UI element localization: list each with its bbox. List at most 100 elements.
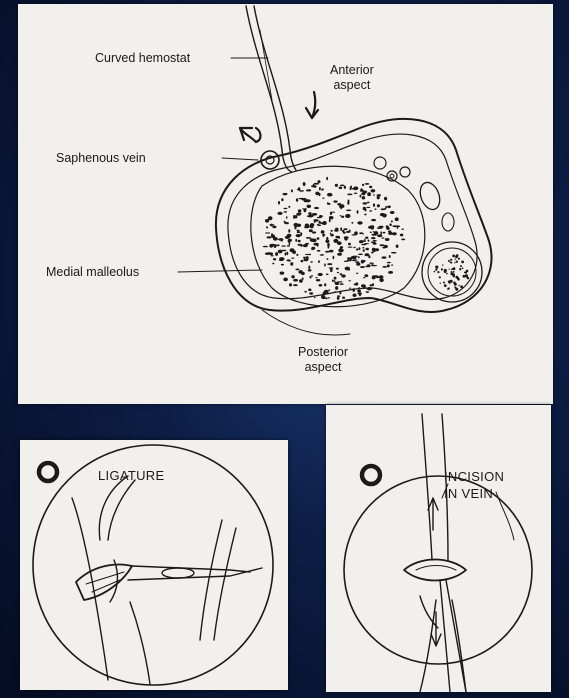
small-bone-stipple-dot: [444, 284, 447, 287]
bone-stipple-dot: [296, 198, 298, 201]
bone-stipple-dot: [309, 229, 313, 232]
bone-stipple-dot: [359, 232, 363, 234]
bone-stipple-dot: [388, 230, 391, 232]
bone-stipple-dot: [372, 265, 377, 266]
bone-stipple-dot: [373, 194, 375, 195]
bone-stipple-dot: [312, 231, 316, 233]
bone-stipple-dot: [293, 284, 298, 286]
bone-stipple-dot: [384, 197, 387, 201]
bone-stipple-dot: [348, 243, 351, 246]
bone-stipple-dot: [340, 185, 343, 186]
bone-stipple-dot: [337, 253, 342, 256]
bone-stipple-dot: [328, 297, 330, 298]
bone-stipple-dot: [303, 257, 307, 258]
bone-stipple-dot: [363, 277, 365, 278]
bone-stipple-dot: [401, 229, 404, 230]
bone-stipple-dot: [367, 264, 371, 266]
bone-stipple-dot: [369, 263, 374, 264]
posterior-aspect-label: Posterior aspect: [298, 345, 348, 375]
bone-stipple-dot: [365, 183, 370, 185]
bone-stipple-dot: [357, 210, 359, 214]
small-bone-stipple-dot: [441, 268, 443, 270]
bone-stipple-dot: [323, 297, 326, 299]
bone-stipple-dot: [369, 186, 372, 189]
bone-stipple-dot: [299, 198, 304, 199]
bone-stipple-dot: [337, 272, 339, 273]
bone-stipple-dot: [330, 268, 333, 272]
bone-stipple-dot: [355, 283, 358, 285]
small-bone-stipple-dot: [440, 283, 441, 284]
bone-stipple-dot: [294, 223, 299, 227]
bone-stipple-dot: [299, 190, 304, 192]
bone-stipple-dot: [373, 203, 375, 206]
bone-stipple-dot: [284, 211, 288, 212]
bone-stipple-dot: [272, 263, 274, 265]
bone-stipple-dot: [283, 193, 288, 195]
bone-stipple-dot: [363, 249, 365, 252]
bone-stipple-dot: [387, 262, 391, 264]
bone-stipple-dot: [327, 243, 330, 247]
bone-stipple-dot: [356, 263, 360, 266]
bone-stipple-dot: [353, 294, 357, 297]
small-bone-stipple-dot: [461, 261, 464, 264]
bone-stipple-dot: [389, 223, 391, 226]
bone-stipple-dot: [347, 257, 350, 259]
bone-stipple-dot: [371, 219, 376, 221]
bone-stipple-dot: [325, 251, 329, 253]
bone-stipple-dot: [322, 234, 324, 237]
bone-stipple-dot: [389, 255, 391, 258]
bone-stipple-dot: [340, 227, 342, 231]
bone-stipple-dot: [326, 258, 328, 260]
bone-stipple-dot: [369, 210, 372, 211]
small-bone-stipple-dot: [451, 271, 453, 273]
bone-stipple-dot: [396, 245, 399, 248]
small-bone-stipple-dot: [437, 271, 439, 273]
bone-stipple-dot: [319, 187, 321, 191]
small-bone-stipple-dot: [458, 258, 460, 260]
small-bone-stipple-dot: [460, 265, 462, 267]
small-bone-stipple-dot: [453, 267, 456, 270]
bone-stipple-dot: [372, 275, 376, 279]
bone-stipple-dot: [367, 202, 370, 204]
bone-stipple-dot: [332, 279, 334, 282]
bone-stipple-dot: [280, 272, 285, 275]
bone-stipple-dot: [347, 201, 349, 205]
bone-stipple-dot: [391, 252, 397, 254]
bone-stipple-dot: [304, 291, 306, 293]
bone-stipple-dot: [347, 259, 352, 261]
bone-stipple-dot: [323, 221, 327, 225]
bone-stipple-dot: [337, 295, 340, 297]
bone-stipple-dot: [371, 237, 375, 239]
bone-stipple-dot: [267, 252, 271, 253]
ligature-label: LIGATURE: [98, 468, 164, 484]
bone-stipple-dot: [328, 203, 331, 205]
bone-stipple-dot: [361, 188, 363, 190]
curved-hemostat-label: Curved hemostat: [95, 51, 190, 66]
bone-stipple-dot: [310, 226, 313, 228]
bone-stipple-dot: [301, 260, 304, 262]
bone-stipple-dot: [315, 192, 319, 196]
bone-stipple-dot: [297, 231, 301, 233]
bone-stipple-dot: [362, 184, 364, 186]
small-bone-stipple-dot: [435, 266, 438, 269]
bone-stipple-dot: [277, 212, 282, 215]
bone-stipple-dot: [337, 297, 340, 300]
small-bone-stipple-dot: [435, 269, 437, 271]
small-bone-stipple-dot: [459, 268, 461, 270]
bone-stipple-dot: [324, 263, 326, 266]
small-bone-stipple-dot: [462, 267, 464, 269]
bone-stipple-dot: [336, 268, 339, 270]
bone-stipple-dot: [339, 292, 341, 295]
bone-stipple-dot: [299, 279, 303, 282]
small-bone-stipple-dot: [448, 287, 450, 289]
bone-stipple-dot: [290, 262, 293, 266]
bone-stipple-dot: [377, 204, 380, 207]
bone-stipple-dot: [352, 188, 356, 190]
bone-stipple-dot: [266, 226, 268, 228]
bone-stipple-dot: [321, 188, 324, 190]
bone-stipple-dot: [370, 225, 374, 228]
bone-stipple-dot: [348, 280, 351, 281]
bone-stipple-dot: [293, 215, 295, 219]
bone-stipple-dot: [391, 264, 393, 265]
